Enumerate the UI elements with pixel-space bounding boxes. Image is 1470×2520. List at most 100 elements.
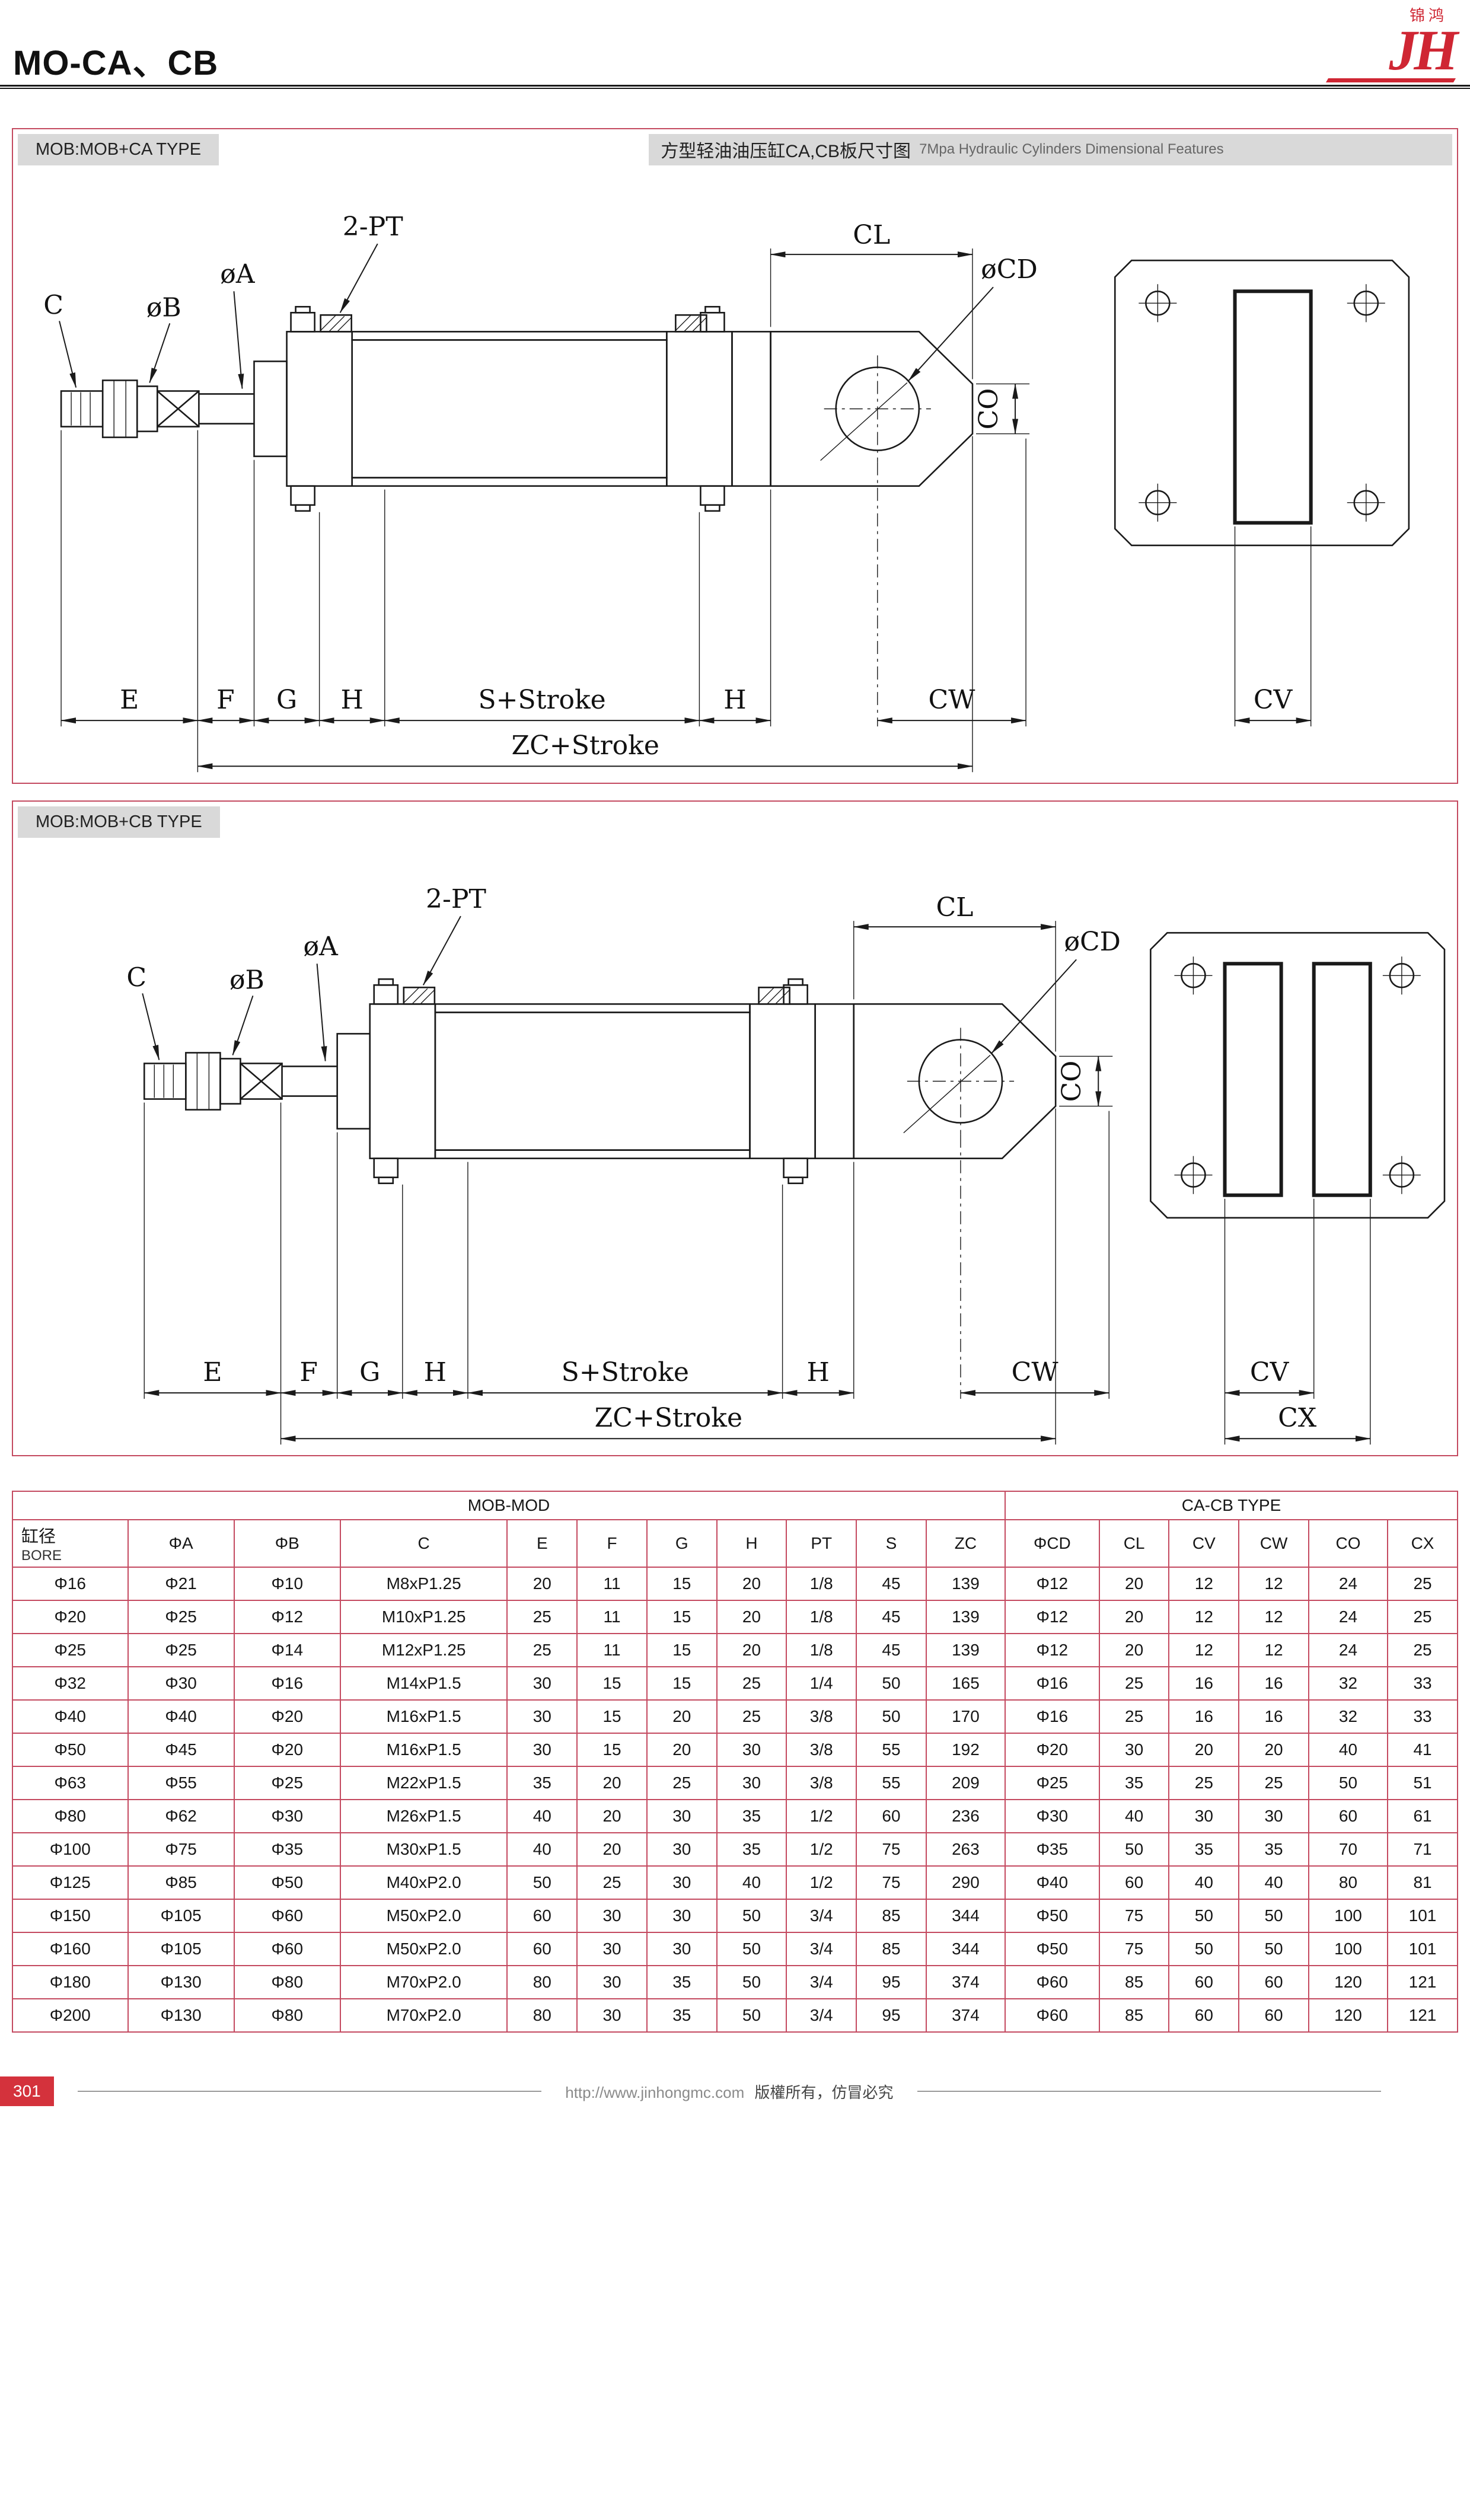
dim-cell: M16xP1.5 bbox=[339, 1699, 508, 1734]
dim-label-h2: H bbox=[723, 685, 746, 715]
dim-cell: 24 bbox=[1308, 1633, 1389, 1668]
dim-cell: 75 bbox=[856, 1865, 927, 1900]
dim-cell: 30 bbox=[646, 1899, 718, 1934]
dim-cell: 30 bbox=[576, 1998, 648, 2033]
dim-label-zc: ZC+Stroke bbox=[595, 1403, 742, 1433]
ca-type-drawing: 2-PT CL øCD øA øB C CO E F G H S+Stroke … bbox=[43, 212, 1453, 783]
dim-cell: 60 bbox=[1098, 1865, 1170, 1900]
dim-cell: 32 bbox=[1308, 1699, 1389, 1734]
column-header: C bbox=[339, 1519, 508, 1568]
dim-cell: Φ30 bbox=[1005, 1799, 1100, 1834]
dim-cell: Φ60 bbox=[1005, 1998, 1100, 2033]
bore-label-cn: 缸径 bbox=[21, 1527, 56, 1547]
dim-cell: 25 bbox=[1168, 1766, 1240, 1801]
dim-cell: 20 bbox=[1098, 1600, 1170, 1635]
dim-cell: 25 bbox=[716, 1666, 787, 1701]
dim-cell: 85 bbox=[856, 1932, 927, 1967]
dim-cell: 60 bbox=[506, 1899, 578, 1934]
dim-cell: 40 bbox=[1238, 1865, 1309, 1900]
dim-label-h1: H bbox=[424, 1357, 447, 1387]
dim-cell: Φ130 bbox=[127, 1998, 235, 2033]
dim-cell: 15 bbox=[576, 1699, 648, 1734]
dim-cell: Φ60 bbox=[1005, 1965, 1100, 2000]
dim-cell: 71 bbox=[1387, 1832, 1458, 1867]
dim-cell: 60 bbox=[1168, 1965, 1240, 2000]
dim-cell: Φ80 bbox=[233, 1965, 341, 2000]
dim-cell: 75 bbox=[856, 1832, 927, 1867]
column-header: ΦA bbox=[127, 1519, 235, 1568]
dim-label-b: øB bbox=[229, 965, 264, 995]
dim-cell: Φ12 bbox=[233, 1600, 341, 1635]
dim-cell: Φ12 bbox=[1005, 1633, 1100, 1668]
dim-cell: 20 bbox=[646, 1733, 718, 1768]
footer-divider-right bbox=[917, 2091, 1382, 2092]
dim-cell: 40 bbox=[506, 1799, 578, 1834]
dim-cell: 80 bbox=[506, 1965, 578, 2000]
dim-cell: 81 bbox=[1387, 1865, 1458, 1900]
dim-cell: M10xP1.25 bbox=[339, 1600, 508, 1635]
brand-logo-underline bbox=[1325, 78, 1456, 82]
dim-cell: 80 bbox=[506, 1998, 578, 2033]
column-header: CV bbox=[1168, 1519, 1240, 1568]
diagram-cb-header: MOB:MOB+CB TYPE bbox=[18, 806, 1452, 838]
dim-cell: 3/8 bbox=[786, 1766, 857, 1801]
dim-cell: 374 bbox=[925, 1965, 1006, 2000]
dim-cell: 50 bbox=[1098, 1832, 1170, 1867]
dim-cell: Φ12 bbox=[1005, 1567, 1100, 1602]
column-header: CX bbox=[1387, 1519, 1458, 1568]
dim-cell: Φ62 bbox=[127, 1799, 235, 1834]
dim-cell: Φ60 bbox=[233, 1899, 341, 1934]
bore-label-en: BORE bbox=[21, 1548, 62, 1564]
dim-cell: 15 bbox=[646, 1666, 718, 1701]
dim-cell: 50 bbox=[716, 1998, 787, 2033]
dim-cell: 20 bbox=[646, 1699, 718, 1734]
dim-cell: 95 bbox=[856, 1965, 927, 2000]
dim-cell: 30 bbox=[716, 1766, 787, 1801]
dim-cell: 1/2 bbox=[786, 1832, 857, 1867]
dim-cell: 60 bbox=[856, 1799, 927, 1834]
dim-label-a: øA bbox=[303, 932, 339, 962]
dim-cell: 50 bbox=[506, 1865, 578, 1900]
diagram-section-ca: MOB:MOB+CA TYPE 方型轻油油压缸CA,CB板尺寸图 7Mpa Hy… bbox=[12, 127, 1458, 784]
dim-cell: 30 bbox=[576, 1899, 648, 1934]
dim-cell: 95 bbox=[856, 1998, 927, 2033]
dim-cell: 80 bbox=[1308, 1865, 1389, 1900]
group-header-mob: MOB-MOD bbox=[11, 1491, 1006, 1521]
dim-label-c: C bbox=[43, 290, 63, 320]
dim-cell: 40 bbox=[716, 1865, 787, 1900]
dim-cell: 40 bbox=[1168, 1865, 1240, 1900]
caption-cn: 方型轻油油压缸CA,CB板尺寸图 bbox=[661, 142, 911, 162]
dim-cell: M30xP1.5 bbox=[339, 1832, 508, 1867]
group-header-row: MOB-MOD CA-CB TYPE bbox=[11, 1491, 1458, 1521]
dim-cell: Φ50 bbox=[1005, 1899, 1100, 1934]
dim-cell: 15 bbox=[576, 1666, 648, 1701]
column-header: F bbox=[576, 1519, 648, 1568]
dim-cell: 3/8 bbox=[786, 1733, 857, 1768]
dim-cell: 374 bbox=[925, 1998, 1006, 2033]
dim-cell: 16 bbox=[1168, 1666, 1240, 1701]
dim-label-c: C bbox=[126, 962, 146, 993]
dim-cell: Φ35 bbox=[1005, 1832, 1100, 1867]
dim-label-zc: ZC+Stroke bbox=[511, 731, 659, 761]
dim-cell: 30 bbox=[646, 1832, 718, 1867]
dim-cell: 30 bbox=[646, 1865, 718, 1900]
page-title: MO-CA、CB bbox=[13, 44, 219, 83]
bore-cell: Φ180 bbox=[12, 1965, 129, 2000]
column-header: G bbox=[646, 1519, 718, 1568]
dim-cell: 40 bbox=[506, 1832, 578, 1867]
dim-cell: 35 bbox=[716, 1832, 787, 1867]
dim-cell: 25 bbox=[506, 1600, 578, 1635]
dim-cell: 30 bbox=[646, 1799, 718, 1834]
dim-cell: 120 bbox=[1308, 1998, 1389, 2033]
dim-cell: 35 bbox=[1168, 1832, 1240, 1867]
dim-cell: 61 bbox=[1387, 1799, 1458, 1834]
column-header: ΦCD bbox=[1005, 1519, 1100, 1568]
dim-label-cv: CV bbox=[1254, 685, 1293, 715]
dim-cell: Φ35 bbox=[233, 1832, 341, 1867]
dim-cell: 20 bbox=[1168, 1733, 1240, 1768]
